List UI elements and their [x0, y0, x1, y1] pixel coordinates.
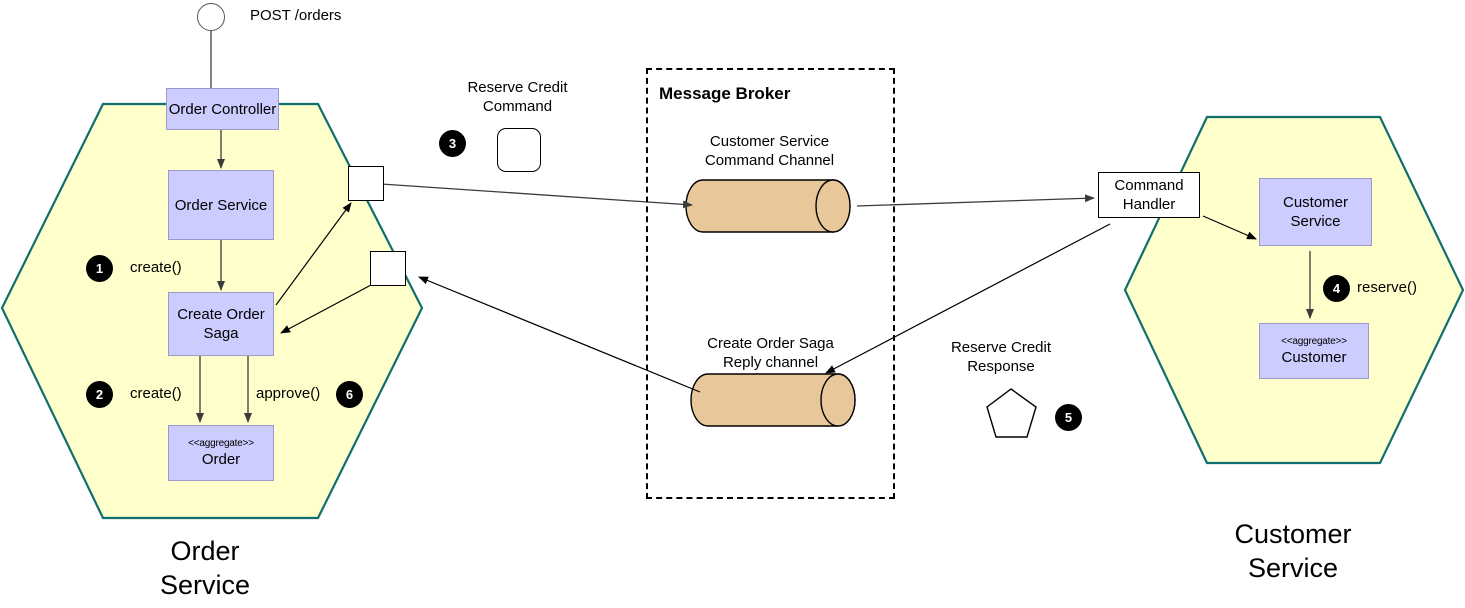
step-4-label: reserve() — [1357, 279, 1418, 296]
step-badge-6: 6 — [336, 381, 363, 408]
reserve-credit-command-glyph — [497, 128, 541, 172]
create-order-saga-reply-channel-label: Create Order Saga Reply channel — [707, 335, 834, 371]
step-badge-4-number: 4 — [1332, 281, 1341, 296]
order-aggregate-label: Order — [201, 451, 241, 468]
inbound-reply-port[interactable] — [370, 251, 406, 286]
command-handler-label: Command Handler — [1114, 177, 1184, 213]
order-service-hexagon-label: Order Service — [159, 536, 251, 600]
create-order-saga-label: Create Order Saga — [177, 306, 265, 342]
entrypoint-label: POST /orders — [250, 7, 342, 24]
customer-service-hexagon-label: Customer Service — [1234, 519, 1352, 583]
step-badge-5: 5 — [1055, 404, 1082, 431]
message-broker-title: Message Broker — [659, 84, 791, 103]
reserve-credit-response-pentagon — [986, 388, 1037, 438]
step-badge-4: 4 — [1323, 275, 1350, 302]
edge-command-handler-to-customer-service — [1202, 215, 1257, 240]
order-aggregate-stereotype: <<aggregate>> — [188, 438, 254, 449]
step-badge-2: 2 — [86, 381, 113, 408]
customer-aggregate-label: Customer — [1281, 349, 1347, 366]
reserve-credit-response-label: Reserve Credit Response — [950, 339, 1052, 375]
customer-service-label: Customer Service — [1282, 194, 1349, 230]
edge-saga-to-outbound-port — [275, 202, 352, 306]
command-handler-box[interactable]: Command Handler — [1098, 172, 1200, 218]
step-badge-1: 1 — [86, 255, 113, 282]
reserve-credit-command-label: Reserve Credit Command — [467, 79, 568, 115]
customer-service-box[interactable]: Customer Service — [1259, 178, 1372, 246]
step-badge-2-number: 2 — [95, 387, 104, 402]
step-6-label: approve() — [256, 385, 321, 402]
step-badge-6-number: 6 — [345, 387, 354, 402]
edge-inbound-port-to-saga — [280, 284, 372, 334]
step-badge-1-number: 1 — [95, 261, 104, 276]
order-service-box[interactable]: Order Service — [168, 170, 274, 240]
message-broker-container — [646, 68, 895, 499]
order-controller-label: Order Controller — [168, 100, 277, 118]
create-order-saga-box[interactable]: Create Order Saga — [168, 292, 274, 356]
order-service-label: Order Service — [174, 196, 268, 214]
step-badge-3-number: 3 — [448, 136, 457, 151]
step-badge-3: 3 — [439, 130, 466, 157]
start-node-circle — [197, 3, 225, 31]
order-aggregate-box[interactable]: <<aggregate>> Order — [168, 425, 274, 481]
customer-aggregate-box[interactable]: <<aggregate>> Customer — [1259, 323, 1369, 379]
outbound-command-port[interactable] — [348, 166, 384, 201]
step-1-label: create() — [130, 259, 182, 276]
customer-service-command-channel-label: Customer Service Command Channel — [704, 133, 835, 169]
order-controller-box[interactable]: Order Controller — [166, 88, 279, 130]
step-badge-5-number: 5 — [1064, 410, 1073, 425]
step-2-label: create() — [130, 385, 182, 402]
customer-aggregate-stereotype: <<aggregate>> — [1281, 336, 1347, 347]
